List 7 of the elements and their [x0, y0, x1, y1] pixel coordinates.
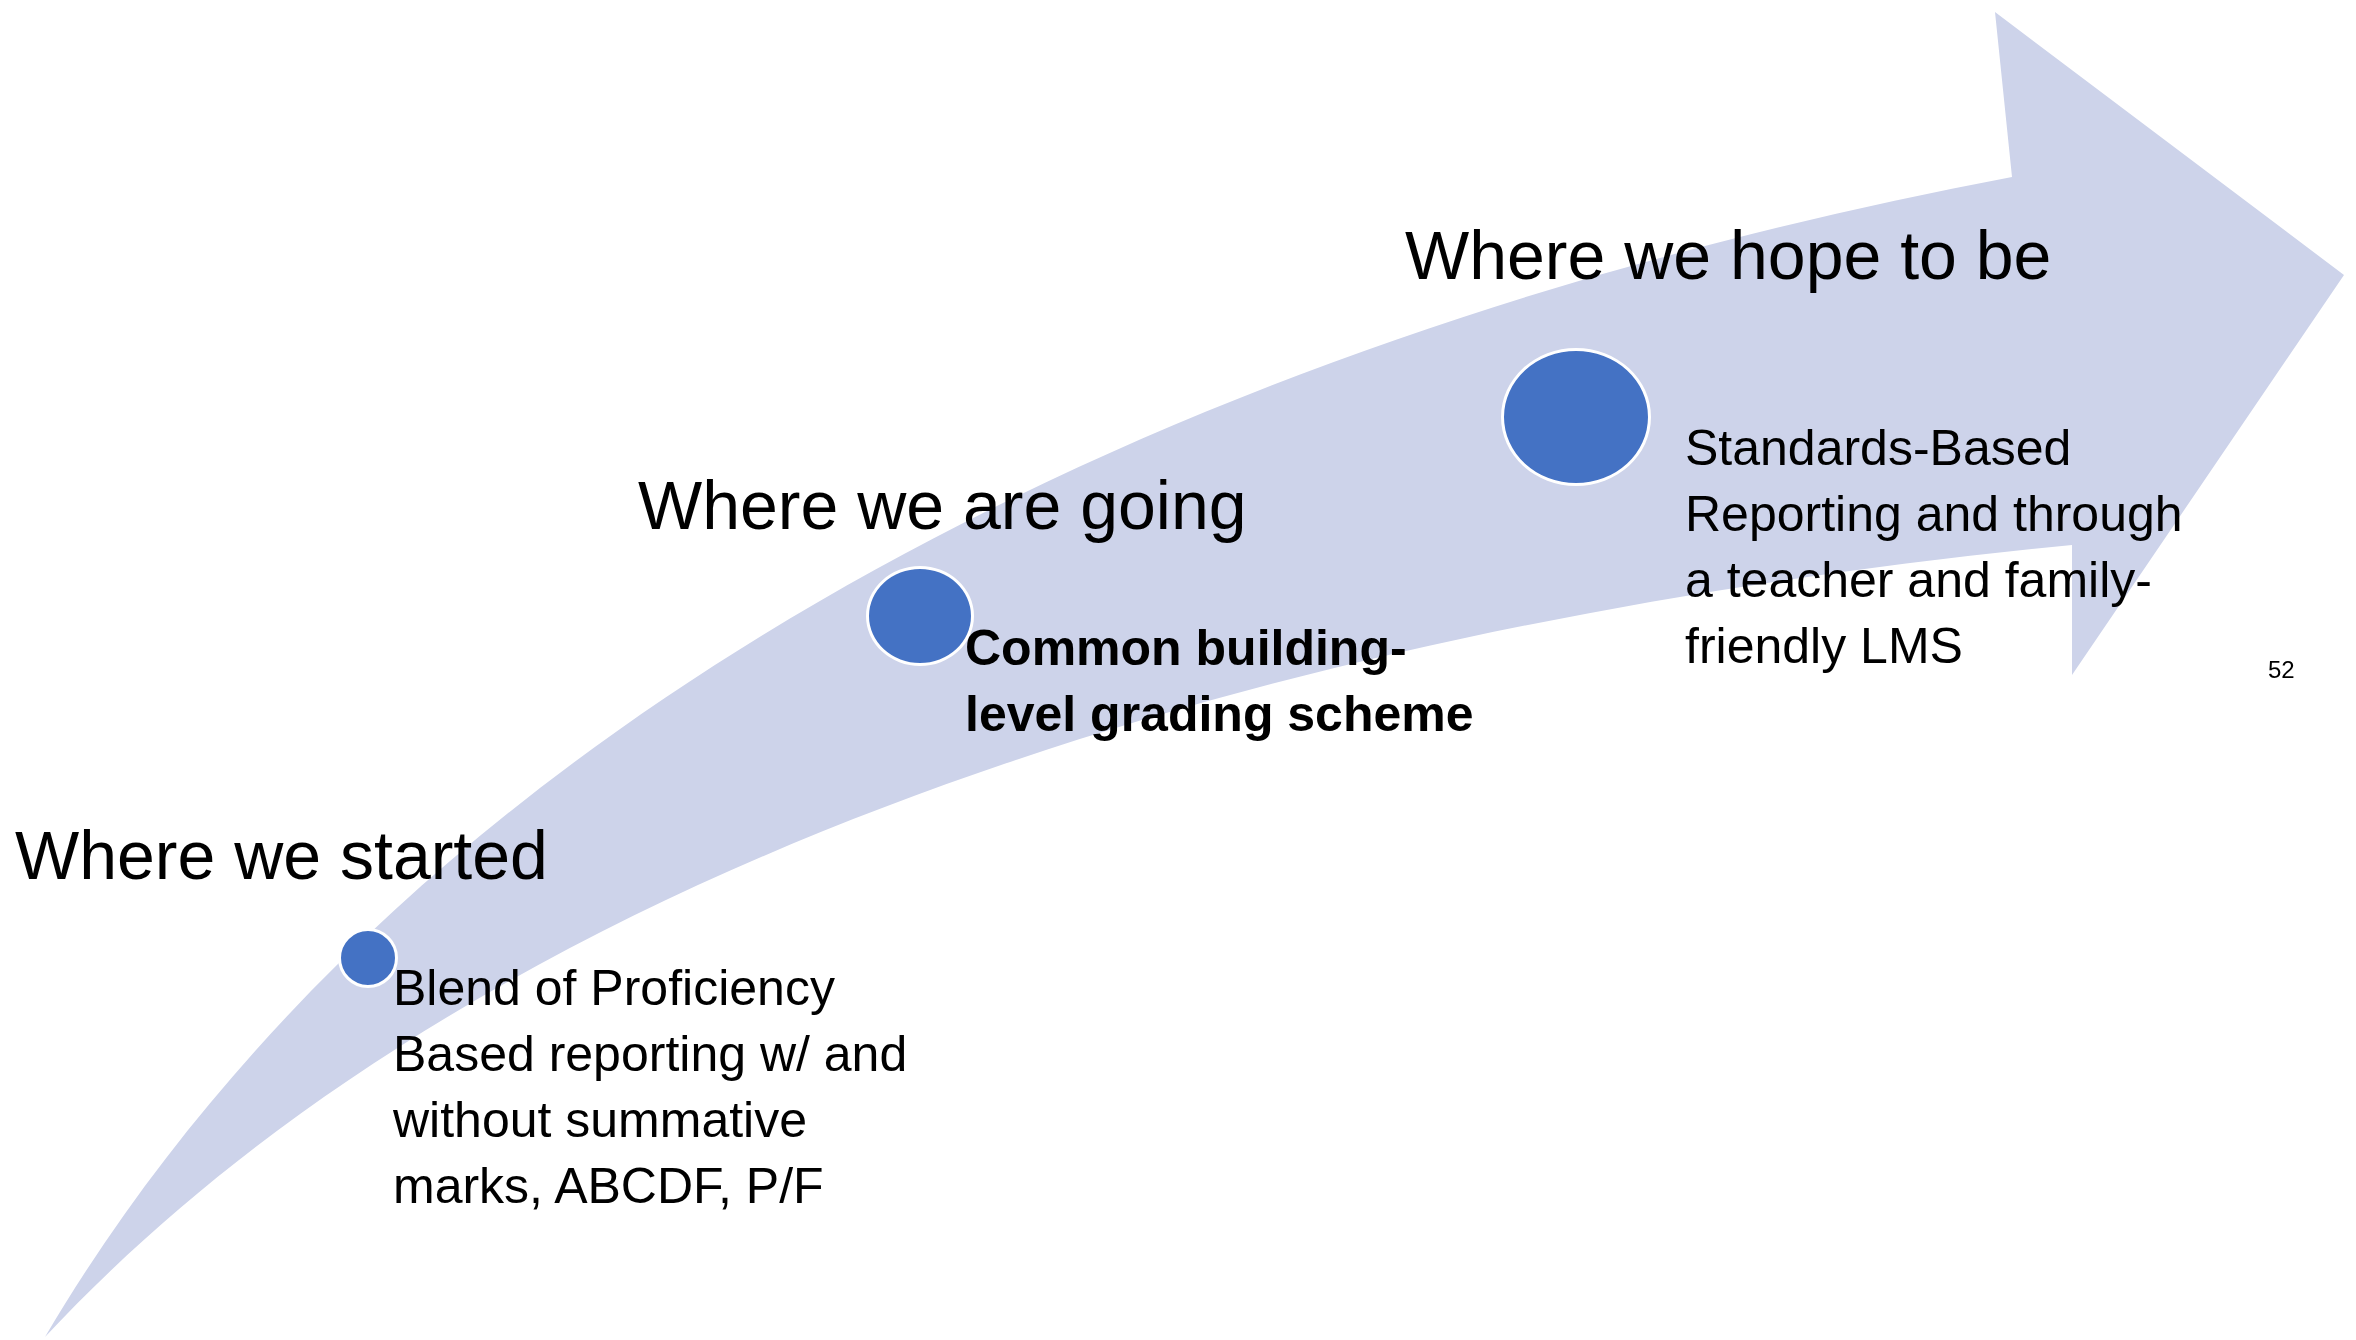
- milestone-heading: Where we started: [15, 816, 549, 895]
- milestone-heading: Where we are going: [638, 466, 1248, 545]
- milestone-description: Standards-Based Reporting and through a teacher and family-friendly LMS: [1685, 419, 2184, 676]
- page-number: 52: [2268, 655, 2295, 685]
- milestone-description: Common building-level grading scheme: [965, 619, 1475, 744]
- milestone-heading: Where we hope to be: [1405, 216, 2053, 295]
- milestone-description: Blend of Proficiency Based reporting w/ and without summative marks, ABCDF, P/F: [393, 959, 909, 1216]
